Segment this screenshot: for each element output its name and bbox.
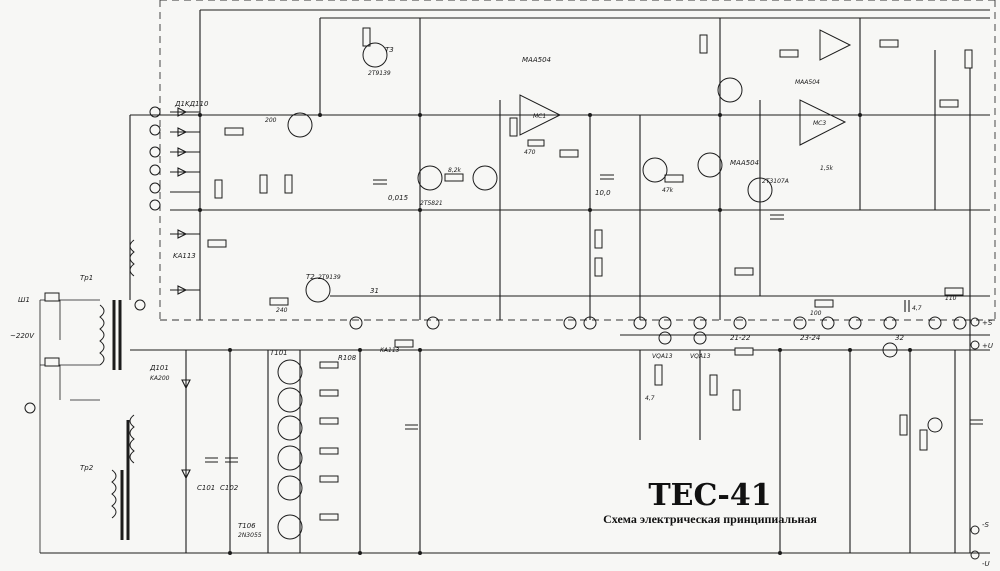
terminal-plus-s: +S xyxy=(982,319,993,327)
t4-type: 2T5821 xyxy=(420,200,443,207)
small-signal-transistors: T3 2T9139 2T5821 T2 2T9139 2T3107A xyxy=(287,42,789,303)
rectifier-section: Д101 KA200 C101 C102 xyxy=(149,364,239,492)
pin-23-24: 23-24 xyxy=(800,334,820,342)
connector-label: Ш1 xyxy=(18,296,30,304)
t106-label: T106 xyxy=(238,522,256,530)
bus-pins: 31 21-22 23-24 32 xyxy=(349,287,967,342)
junction-dots xyxy=(198,113,912,555)
output-terminals: +S +U -S -U xyxy=(970,317,993,568)
c102-label: C102 xyxy=(220,484,239,492)
d101-type: KA200 xyxy=(150,375,170,382)
d21-type: VQA13 xyxy=(652,353,673,360)
title-block: TEC-41 Схема электрическая принципиальна… xyxy=(560,478,860,527)
r3-value: 200 xyxy=(265,117,277,124)
r33-value: 100 xyxy=(810,310,822,317)
c20-value: 4,7 xyxy=(912,305,922,312)
transformer-tr1: Тр1 xyxy=(80,239,135,470)
ic-mc1: MAA504 MC1 470 xyxy=(519,56,562,156)
power-transistor-stack: T101 T106 2N3055 xyxy=(238,349,303,540)
c101-label: C101 xyxy=(197,484,215,492)
ground-terminal xyxy=(24,402,36,414)
fuse-pr1 xyxy=(44,292,60,302)
terminal-minus-u: -U xyxy=(982,560,990,568)
fuse-pr2 xyxy=(44,357,60,367)
diagram-subtitle: Схема электрическая принципиальная xyxy=(603,512,817,526)
t3-type: 2T9139 xyxy=(368,70,391,77)
r17-value: 470 xyxy=(524,149,536,156)
d101-label: Д101 xyxy=(149,364,169,372)
tr1-label: Тр1 xyxy=(80,274,93,282)
led-indicators: VQA13 VQA13 xyxy=(652,331,711,360)
mc1-type: MAA504 xyxy=(522,56,551,64)
t2-type: 2T9139 xyxy=(318,274,341,281)
terminal-minus-s: -S xyxy=(982,521,990,529)
board-outline xyxy=(159,0,996,321)
vertical-wires xyxy=(129,10,971,553)
d1-label: Д1 xyxy=(174,100,185,108)
r22-value: 47k xyxy=(662,187,674,194)
front-panel-pots: 4,7 xyxy=(645,342,943,451)
tr2-label: Тр2 xyxy=(80,464,94,472)
mc1-label: MC1 xyxy=(533,113,546,120)
mc2-type: MAA504 xyxy=(795,79,820,86)
emitter-resistors: R108 xyxy=(319,354,357,521)
t2-label: T2 xyxy=(306,273,315,281)
diode-bridge-d1-d4: Д1 KД110 xyxy=(170,100,209,193)
d106-type: KA113 xyxy=(380,347,400,354)
d5-type: KA113 xyxy=(173,252,196,260)
c1-value: 0,015 xyxy=(388,194,409,202)
diode-d5: KA113 xyxy=(170,229,200,295)
pin-27-28: 31 xyxy=(370,287,379,295)
mains-input-wires xyxy=(39,299,100,553)
r38-value: 110 xyxy=(945,295,957,302)
r201-value: 4,7 xyxy=(645,395,655,402)
r40-value: 1,5k xyxy=(820,165,834,172)
diagram-title: TEC-41 xyxy=(648,478,772,513)
d1-type: KД110 xyxy=(185,100,209,108)
mains-voltage-label: ~220V xyxy=(10,332,35,340)
d22-type: VQA13 xyxy=(690,353,711,360)
r12-value: 8,2k xyxy=(448,167,462,174)
c9-value: 10,0 xyxy=(595,189,611,197)
resistor-network xyxy=(207,27,973,356)
transformer-tr2: Тр2 xyxy=(80,464,130,540)
t106-type: 2N3055 xyxy=(238,532,262,539)
pin-21-22: 21-22 xyxy=(730,334,751,342)
t8-type: 2T3107A xyxy=(762,178,789,185)
ic-mc2-mc3: MAA504 MC3 MAA504 xyxy=(730,29,852,167)
t101-label: T101 xyxy=(270,349,288,357)
mc3-type: MAA504 xyxy=(730,159,759,167)
terminal-plus-u: +U xyxy=(982,342,993,350)
capacitors: 0,015 10,0 4,7 xyxy=(373,174,983,430)
t3-label: T3 xyxy=(385,46,394,54)
mc3-label: MC3 xyxy=(813,120,826,127)
left-connector-pins xyxy=(134,106,161,311)
r108-label: R108 xyxy=(338,354,357,362)
pin-29-30: 32 xyxy=(895,334,904,342)
r8-value: 240 xyxy=(276,307,288,314)
